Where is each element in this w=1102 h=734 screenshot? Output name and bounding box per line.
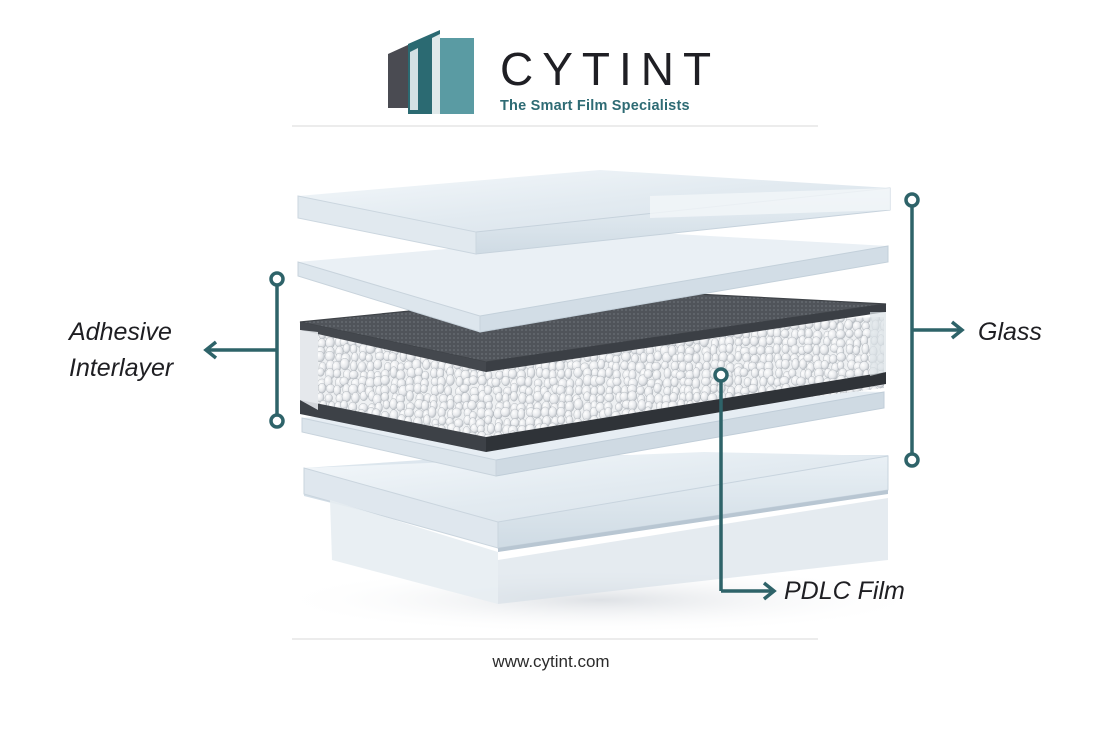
pdlc-film-layer [299,289,887,452]
pdlc-film-label: PDLC Film [784,577,905,605]
brand-header: CYTINT The Smart Film Specialists [388,30,728,114]
adhesive-layer-upper [297,232,889,333]
adhesive-label-line1: Adhesive [69,318,172,346]
adhesive-label-line2: Interlayer [69,354,174,383]
glass-label: Glass [978,318,1042,346]
bottom-divider [292,638,818,640]
glass-layer-bottom [303,452,889,604]
brand-tagline: The Smart Film Specialists [500,98,690,114]
brand-name: CYTINT [500,43,721,95]
adhesive-interlayer-label: Adhesive Interlayer [69,314,173,387]
pdlc-callout [713,367,777,601]
adhesive-callout [203,271,285,429]
top-divider [292,125,818,127]
glass-layer-top [297,170,891,255]
cytint-logo-icon [388,30,474,114]
website-url: www.cytint.com [492,652,610,671]
glass-callout [904,192,965,468]
